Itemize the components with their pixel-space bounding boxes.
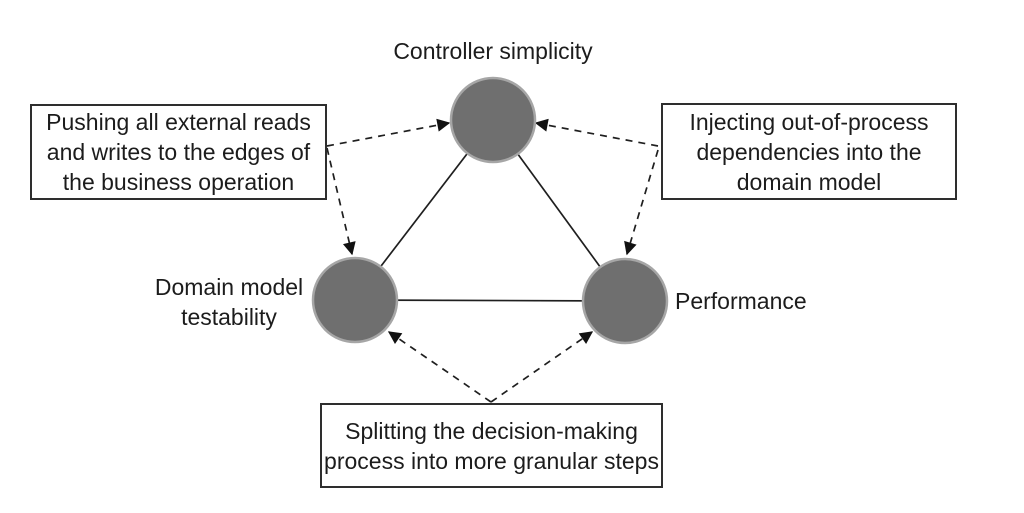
callout-text-line: domain model [736,168,882,195]
callout-text-line: Pushing all external reads [46,109,311,135]
callout-text-line: and writes to the edges of [46,139,311,165]
callout-text-line: the business operation [62,169,295,195]
arrow-leftbox-to-top-node [326,118,451,147]
callout-text-line: Injecting out-of-process [689,108,929,135]
arrow-rightbox-to-top-node [534,118,659,147]
callout-box-external-reads-writes: Pushing all external reads and writes to… [30,104,327,200]
callout-text-line: Splitting the decision-making [345,417,638,444]
node-circle-domain-model-testability [311,256,399,344]
node-circle-controller-simplicity [449,76,537,164]
edge-left-right [354,299,626,302]
arrow-rightbox-to-right-node [624,149,659,256]
node-label-line: Domain model [154,274,304,300]
arrow-bottombox-to-right-node [490,331,594,403]
node-label-line: testability [181,304,277,330]
callout-text-line: process into more granular steps [324,447,659,474]
callout-box-splitting-decision-making: Splitting the decision-making process in… [320,403,663,488]
node-circle-performance [581,257,669,345]
callout-box-out-of-process-dependencies: Injecting out-of-process dependencies in… [661,103,957,200]
arrow-bottombox-to-left-node [387,331,492,403]
node-label-performance: Performance [675,288,807,314]
node-label-controller-simplicity: Controller simplicity [393,38,593,64]
callout-text-line: dependencies into the [696,138,922,165]
node-label-domain-model-testability: Domain model testability [119,272,339,332]
arrow-leftbox-to-left-node [326,147,356,256]
